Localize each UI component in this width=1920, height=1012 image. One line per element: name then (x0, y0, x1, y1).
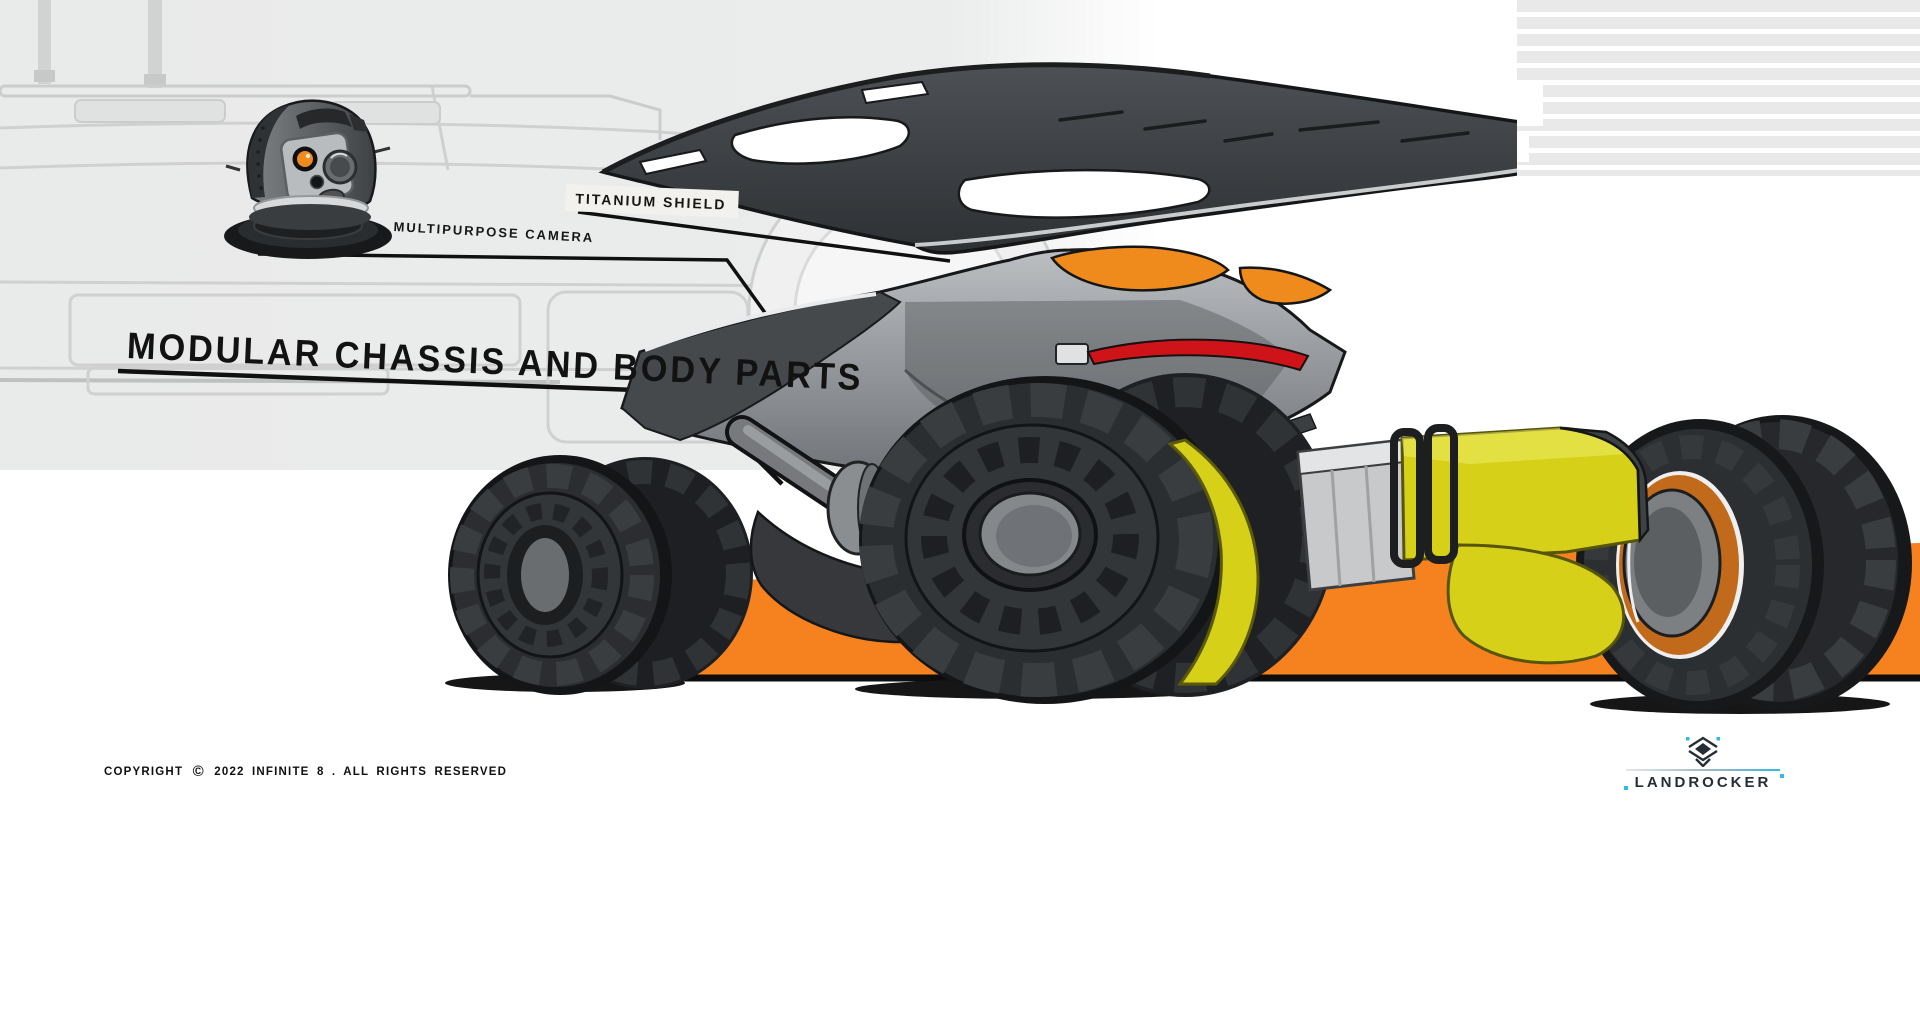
titanium-shield (598, 62, 1645, 255)
logo-brand-text: LANDROCKER (1634, 774, 1772, 791)
camera-lens-orange (297, 151, 313, 167)
wheel-front-center (859, 373, 1335, 704)
stripe-notch (1517, 80, 1543, 126)
axle-fender-yellow (1166, 438, 1260, 686)
tail-light-stripe (1086, 338, 1310, 372)
shield-leader-line (577, 210, 951, 263)
rear-hub-housing (1446, 543, 1626, 665)
landrocker-emblem-icon (1686, 736, 1720, 767)
front-fender (749, 509, 902, 644)
striped-background-block (1517, 0, 1920, 176)
logo-cyan-accent-left (1624, 786, 1628, 790)
canopy-window-right (1238, 266, 1333, 305)
copyright-symbol-icon: © (192, 763, 205, 780)
copyright-rest: 2022 INFINITE 8 . ALL RIGHTS RESERVED (214, 766, 508, 778)
copyright-notice: COPYRIGHT © 2022 INFINITE 8 . ALL RIGHTS… (104, 763, 507, 780)
canopy-window-left (1050, 245, 1230, 292)
landrocker-logo: LANDROCKER (1618, 736, 1788, 791)
copyright-word: COPYRIGHT (104, 766, 184, 778)
rear-axle-yellow (1390, 424, 1650, 665)
logo-divider (1626, 769, 1780, 771)
stripe-notch (1517, 132, 1529, 162)
gearbox (1296, 438, 1416, 592)
logo-cyan-accent-right (1780, 774, 1784, 778)
logo-wordmark: LANDROCKER (1618, 774, 1788, 791)
camera-illustration (224, 99, 392, 259)
wheel-front-left (448, 455, 753, 695)
